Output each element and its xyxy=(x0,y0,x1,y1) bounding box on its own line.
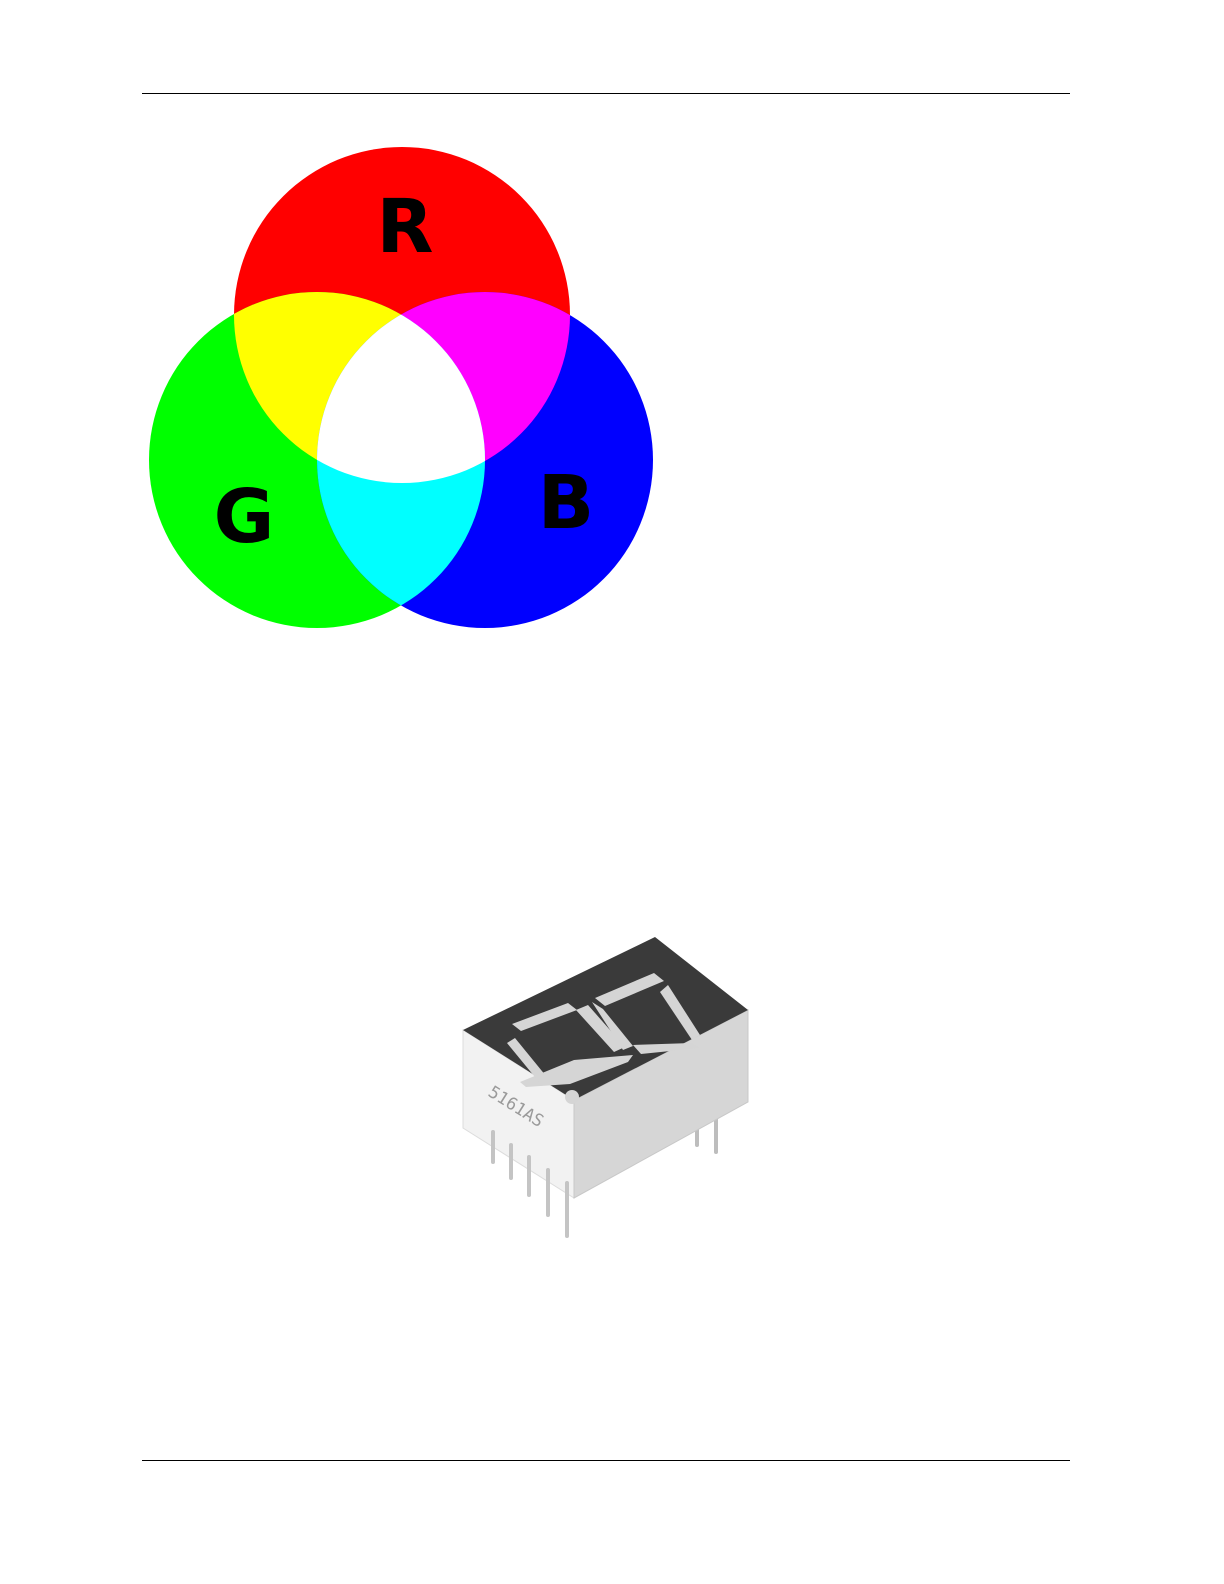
green-label: G xyxy=(214,474,275,560)
footer-rule xyxy=(142,1460,1070,1461)
header-rule xyxy=(142,93,1070,94)
decimal-point xyxy=(565,1090,579,1104)
seven-segment-display-photo: 5161AS xyxy=(455,930,765,1250)
red-label: R xyxy=(377,184,434,270)
rgb-color-mixing-diagram: R G B xyxy=(148,146,654,632)
blue-label: B xyxy=(538,460,594,546)
